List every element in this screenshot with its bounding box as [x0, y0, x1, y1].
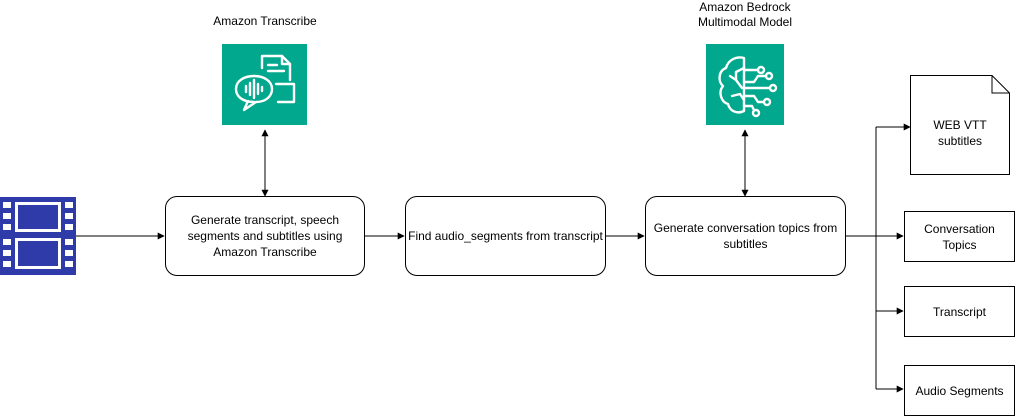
- audio-segments-output: Audio Segments: [904, 365, 1015, 416]
- generate-transcript-line3: Amazon Transcribe: [213, 245, 317, 259]
- conversation-topics-output: Conversation Topics: [904, 211, 1015, 262]
- bedrock-title: Amazon Bedrock Multimodal Model: [675, 0, 815, 30]
- webvtt-line1: WEB VTT: [933, 118, 987, 132]
- generate-transcript-line1: Generate transcript, speech: [190, 213, 340, 227]
- find-audio-segments-text: Find audio_segments from transcript: [408, 229, 603, 243]
- video-film-icon: [0, 197, 76, 275]
- conversation-topics-line1: Conversation: [924, 221, 995, 236]
- audio-segments-output-text: Audio Segments: [915, 383, 1004, 398]
- generate-transcript-step: Generate transcript, speech segments and…: [165, 196, 365, 276]
- amazon-transcribe-icon: [222, 44, 307, 125]
- transcribe-title: Amazon Transcribe: [213, 14, 317, 28]
- generate-transcript-line2: segments and subtitles using: [187, 229, 343, 243]
- find-audio-segments-step: Find audio_segments from transcript: [405, 196, 606, 276]
- transcript-output-text: Transcript: [933, 304, 986, 319]
- generate-topics-line1: Generate conversation topics from: [653, 221, 838, 235]
- transcript-output: Transcript: [904, 286, 1015, 337]
- conversation-topics-line2: Topics: [942, 237, 977, 252]
- amazon-bedrock-icon: [706, 44, 784, 125]
- webvtt-line2: subtitles: [937, 134, 983, 148]
- bedrock-title-line2: Multimodal Model: [697, 15, 793, 29]
- generate-topics-line2: subtitles: [723, 237, 768, 251]
- generate-topics-step: Generate conversation topics from subtit…: [645, 196, 846, 276]
- webvtt-subtitles-document: WEB VTT subtitles: [910, 75, 1010, 175]
- bedrock-title-line1: Amazon Bedrock: [699, 0, 791, 14]
